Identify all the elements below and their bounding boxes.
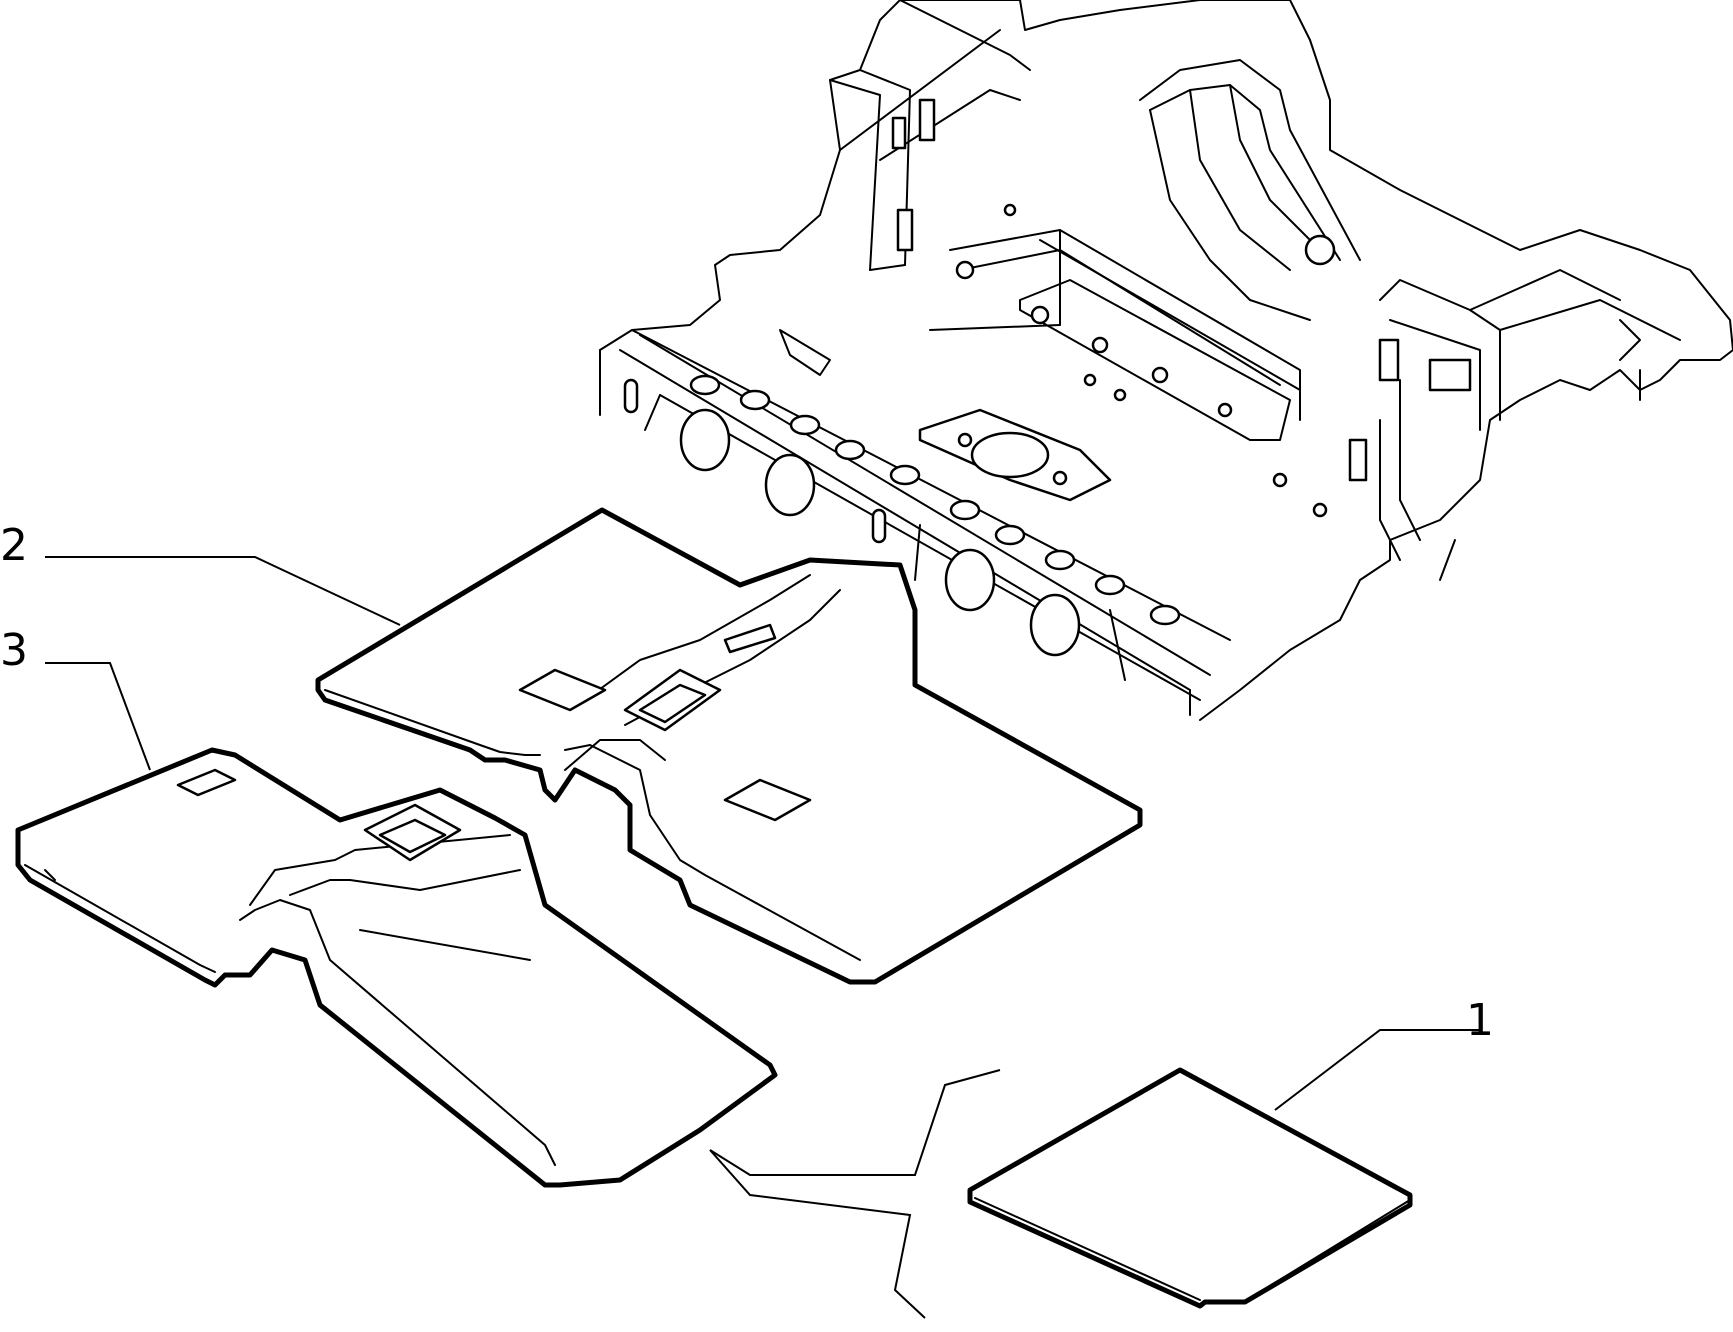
leader-line-a — [709, 1069, 1001, 1176]
callout-label-2: 2 — [0, 520, 28, 571]
callout-label-3: 3 — [0, 625, 28, 676]
part-3-floor-mat — [15, 747, 778, 1188]
part-1-pad — [967, 1067, 1413, 1309]
leader-line-1 — [1274, 1029, 1480, 1111]
leader-line-3 — [45, 662, 151, 771]
leader-line-b — [709, 1149, 926, 1319]
leader-line-2 — [45, 556, 401, 626]
callout-label-1: 1 — [1466, 995, 1494, 1046]
leader-lines — [45, 556, 1480, 1319]
floor-pan-frame — [599, 0, 1733, 721]
part-2-floor-mat — [315, 507, 1143, 985]
